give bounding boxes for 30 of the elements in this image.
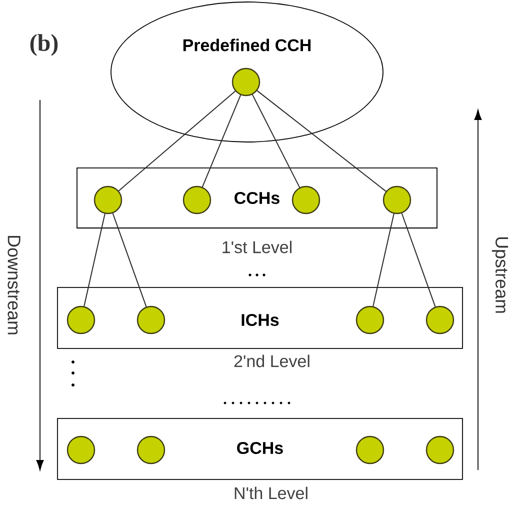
connector-line xyxy=(84,213,106,307)
direction-label: Upstream xyxy=(492,237,508,313)
connector-line xyxy=(118,90,236,192)
dot-node xyxy=(426,306,454,334)
dot-node xyxy=(356,306,384,334)
dot-node xyxy=(66,306,96,334)
dot-node xyxy=(356,436,384,464)
connector-line xyxy=(256,90,386,192)
direction-label: Downstream xyxy=(8,236,20,334)
connector-line xyxy=(252,94,300,188)
connector-line xyxy=(202,94,242,188)
dot-node xyxy=(426,436,454,464)
level-box: CCHs xyxy=(76,168,438,228)
connector-line xyxy=(372,213,394,307)
level-box: GCHs xyxy=(57,418,463,480)
connector-line xyxy=(112,212,147,308)
panel-label: (b) xyxy=(30,34,58,56)
dot-node xyxy=(182,186,212,214)
dot-node xyxy=(292,186,320,214)
dot-node xyxy=(136,436,166,464)
level-caption: 2'nd Level xyxy=(234,354,310,368)
connector-line xyxy=(401,212,436,308)
dot-node xyxy=(232,68,260,96)
level-caption: 1'st Level xyxy=(222,240,292,254)
dot-node xyxy=(136,306,166,334)
level-box: ICHs xyxy=(57,287,463,349)
dot-node xyxy=(94,186,122,214)
level-caption: N'th Level xyxy=(234,486,308,500)
dot-node xyxy=(66,436,96,464)
dot-node xyxy=(382,186,412,214)
